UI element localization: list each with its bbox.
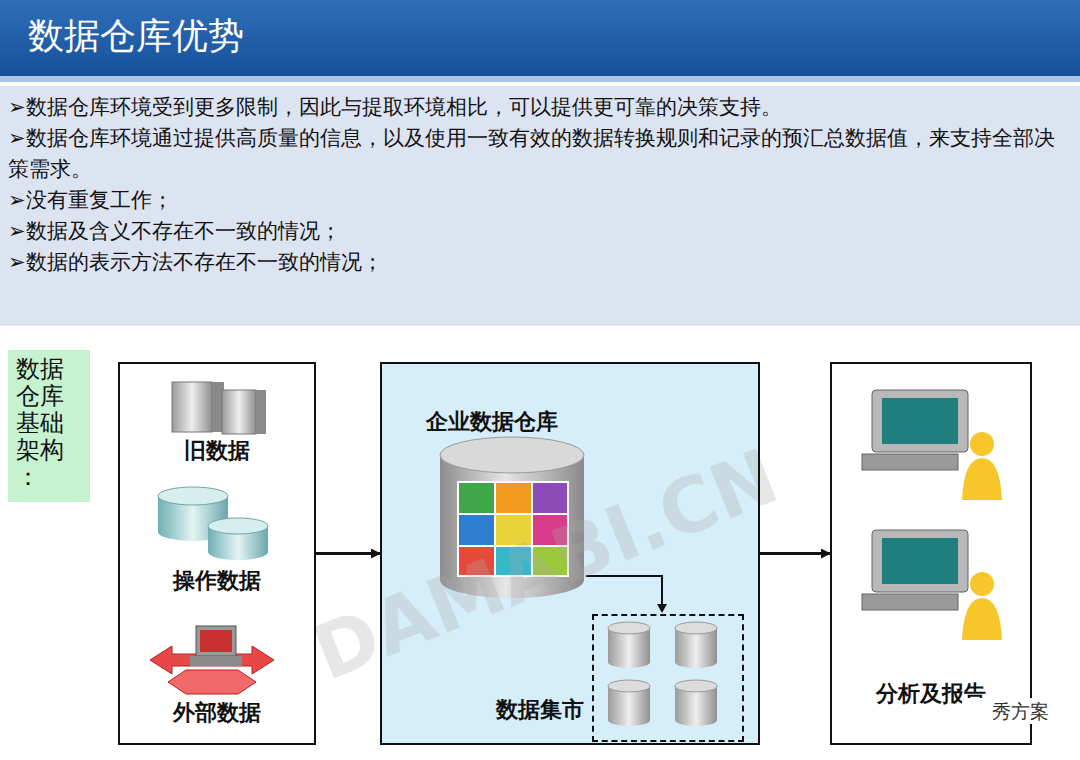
- bullet-text: ➢没有重复工作；: [8, 185, 1074, 216]
- flow-arrow: [760, 552, 830, 555]
- node-text: 企业数据仓库: [426, 408, 558, 436]
- node-text: 数据集市: [454, 696, 584, 724]
- title-bar: 数据仓库优势: [0, 0, 1080, 82]
- report-box: 分析及报告: [830, 362, 1032, 745]
- label-box: 数据仓库基础架构：: [8, 350, 90, 502]
- bullet-text: ➢数据的表示方法不存在不一致的情况；: [8, 247, 1074, 278]
- warehouse-box: 企业数据仓库数据集市: [380, 362, 760, 745]
- flow-arrow: [316, 552, 380, 555]
- title: 数据仓库优势: [28, 12, 244, 60]
- node-text: 数据仓库基础架构：: [16, 356, 69, 491]
- node-text: 操作数据: [120, 567, 314, 595]
- node-text: 外部数据: [120, 699, 314, 727]
- node-text: 旧数据: [120, 437, 314, 465]
- bullet-text: ➢数据及含义不存在不一致的情况；: [8, 216, 1074, 247]
- data-mart-box: 数据集市: [592, 614, 744, 742]
- source-mark: 秀方案: [962, 698, 1053, 724]
- source-box: 旧数据操作数据外部数据: [118, 362, 316, 745]
- bullet-text: ➢数据仓库环境受到更多限制，因此与提取环境相比，可以提供更可靠的决策支持。: [8, 92, 1074, 123]
- bullet-list: ➢数据仓库环境受到更多限制，因此与提取环境相比，可以提供更可靠的决策支持。➢数据…: [8, 92, 1074, 278]
- bullet-text: ➢数据仓库环境通过提供高质量的信息，以及使用一致有效的数据转换规则和记录的预汇总…: [8, 123, 1074, 185]
